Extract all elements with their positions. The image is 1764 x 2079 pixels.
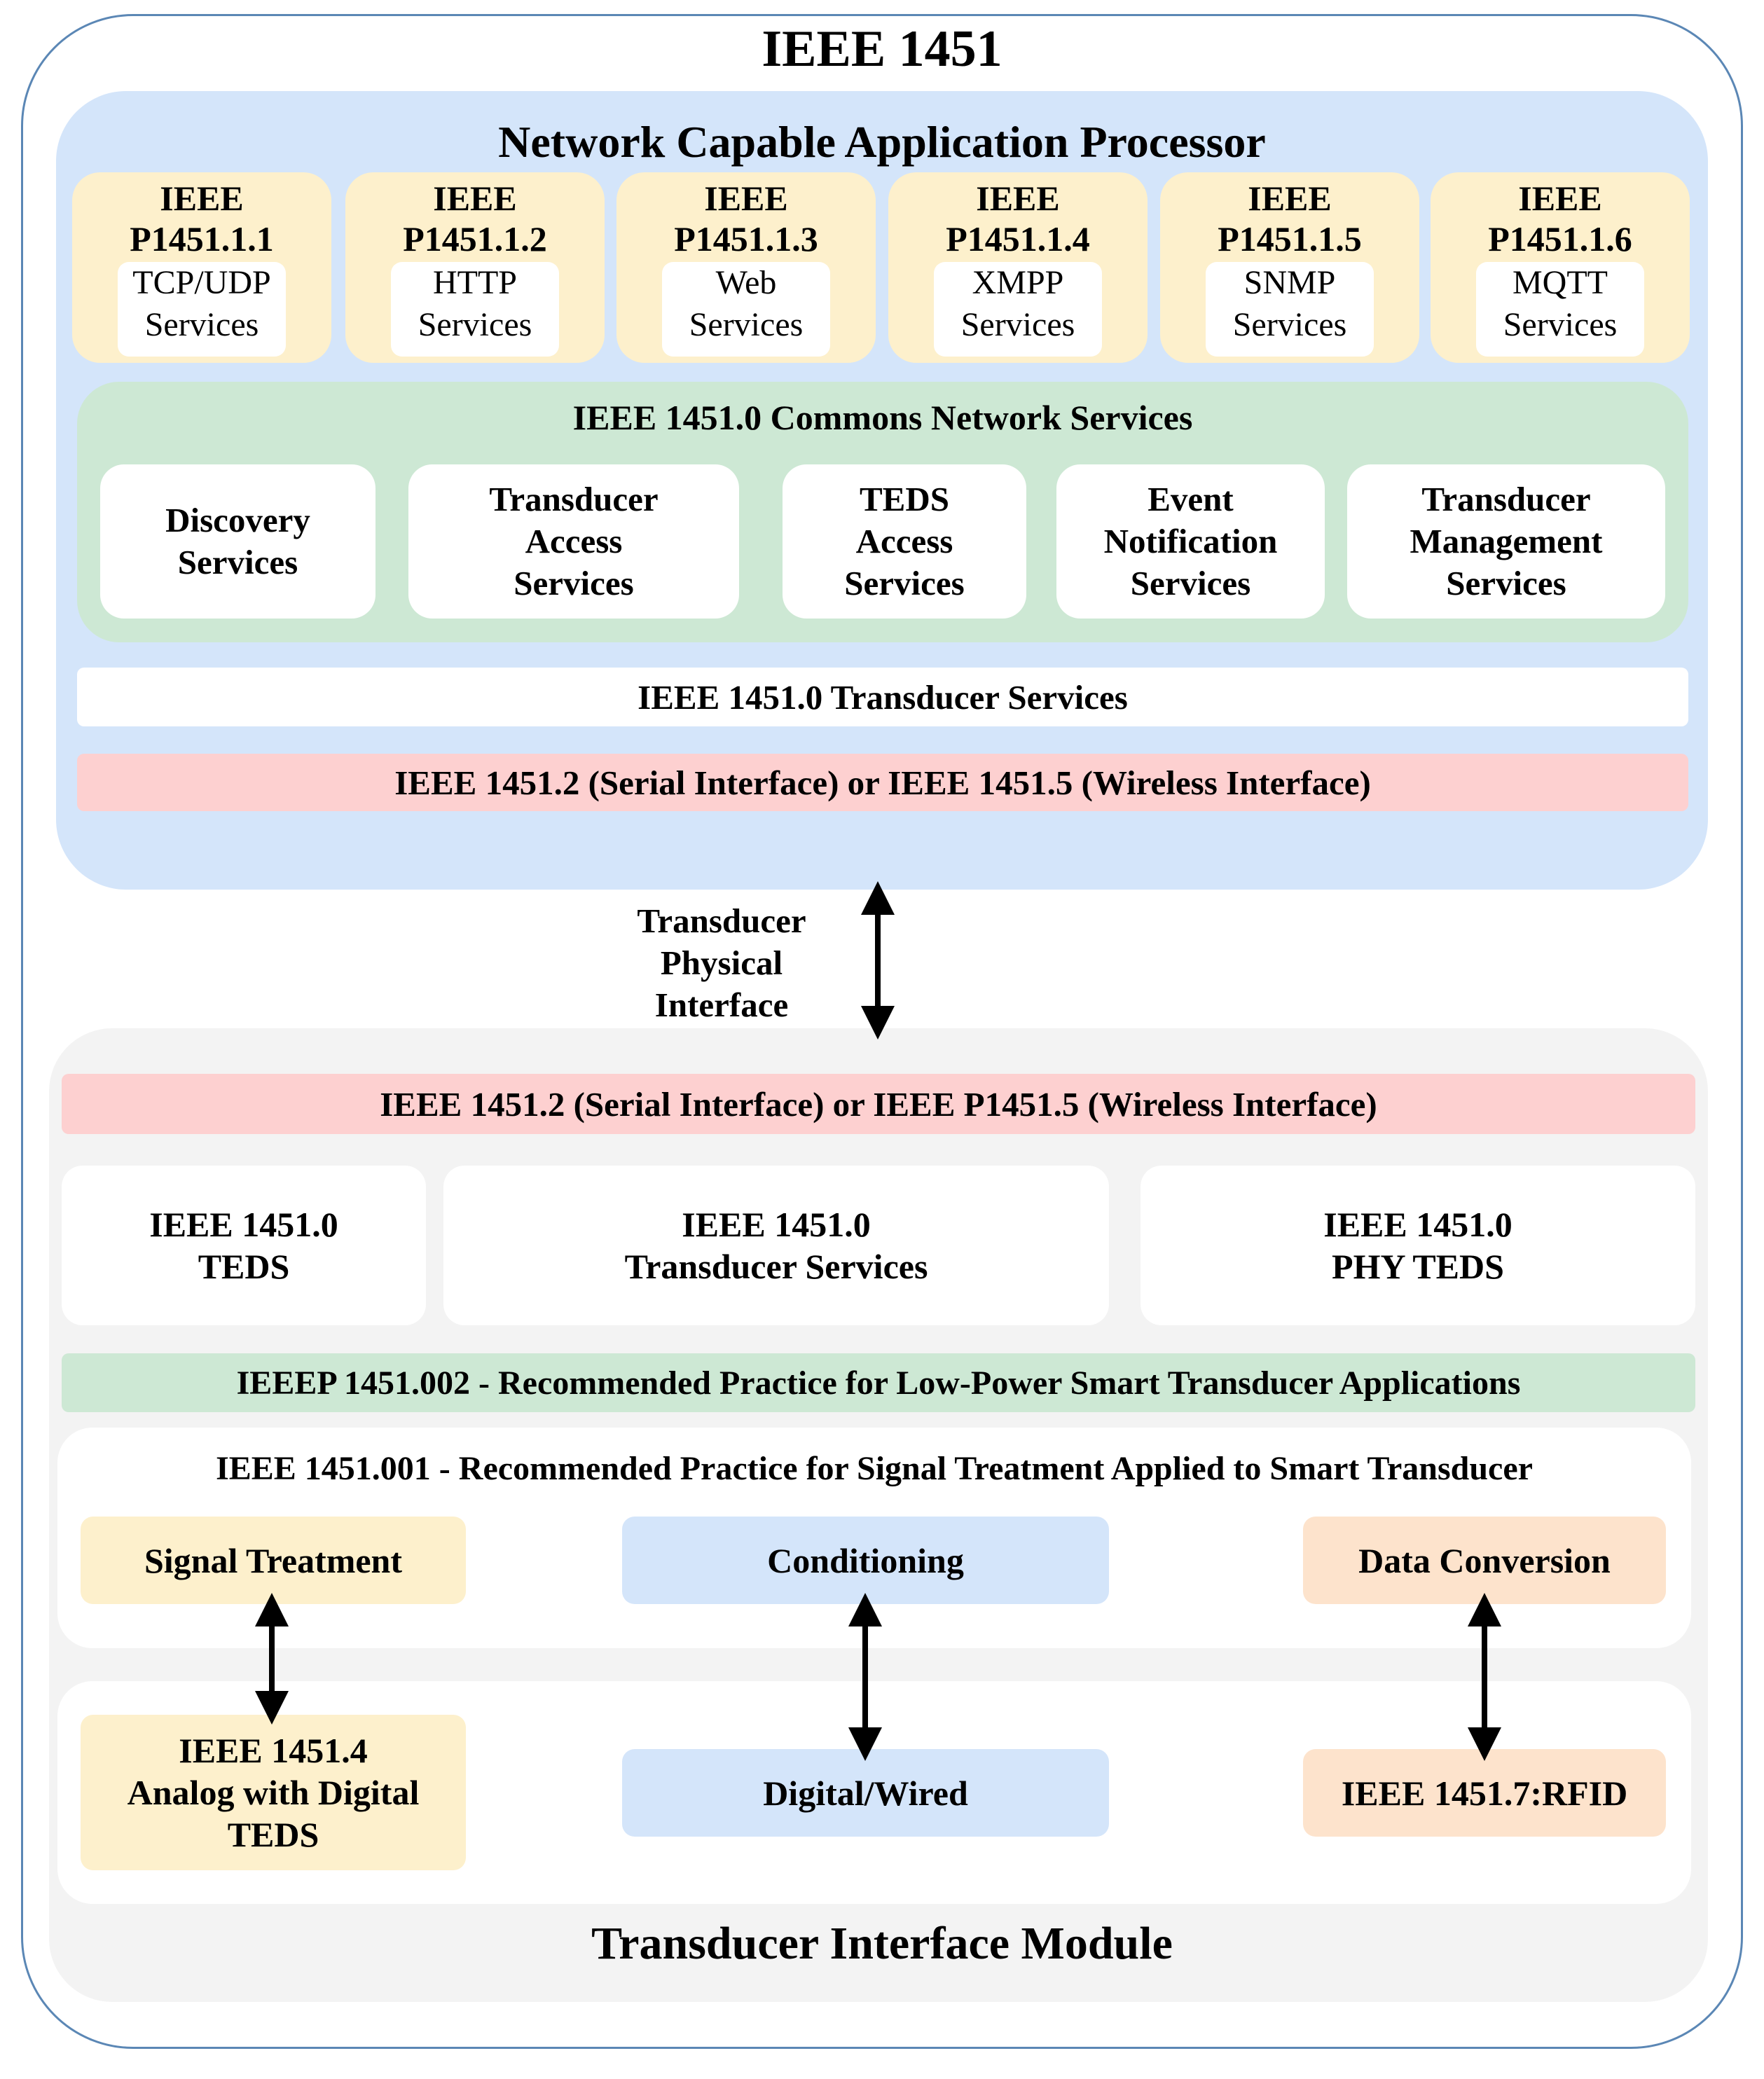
- service-line: Discovery: [165, 501, 310, 539]
- ncap-interface-bar: IEEE 1451.2 (Serial Interface) or IEEE 1…: [77, 754, 1688, 811]
- protocol-head: IEEE: [1248, 179, 1332, 218]
- protocol-service-name: SNMP: [1243, 264, 1336, 301]
- digital-wired-chip: Digital/Wired: [622, 1749, 1109, 1837]
- box-line: IEEE 1451.0: [149, 1205, 338, 1244]
- protocol-id: P1451.1.6: [1488, 219, 1632, 258]
- service-line: Notification: [1103, 522, 1278, 560]
- diagram-title: IEEE 1451: [762, 20, 1002, 78]
- label-line: Interface: [654, 986, 789, 1024]
- label-line: Transducer: [637, 902, 806, 940]
- protocol-services-box: XMPP Services: [934, 262, 1102, 357]
- protocol-service-label: Services: [1503, 306, 1618, 343]
- protocol-services-box: HTTP Services: [391, 262, 559, 357]
- signal-practice-title: IEEE 1451.001 - Recommended Practice for…: [216, 1449, 1533, 1487]
- phy-teds-box: IEEE 1451.0 PHY TEDS: [1141, 1166, 1695, 1325]
- protocol-id: P1451.1.5: [1218, 219, 1362, 258]
- box-line: PHY TEDS: [1332, 1247, 1504, 1286]
- box-line: IEEE 1451.0: [1323, 1205, 1513, 1244]
- ncap-transducer-services: IEEE 1451.0 Transducer Services: [77, 668, 1688, 726]
- service-line: TEDS: [859, 480, 949, 518]
- protocol-service-name: HTTP: [433, 264, 517, 301]
- protocol-service-label: Services: [960, 306, 1075, 343]
- teds-access-services: TEDS Access Services: [783, 464, 1026, 619]
- protocol-services-box: TCP/UDP Services: [118, 262, 286, 357]
- protocol-head: IEEE: [976, 179, 1060, 218]
- low-power-practice-bar: IEEEP 1451.002 - Recommended Practice fo…: [62, 1353, 1695, 1412]
- protocol-id: P1451.1.1: [130, 219, 274, 258]
- protocol-id: P1451.1.4: [946, 219, 1090, 258]
- protocol-service-label: Services: [1232, 306, 1347, 343]
- protocol-service-label: Services: [144, 306, 259, 343]
- service-line: Event: [1148, 480, 1234, 518]
- protocol-id: P1451.1.2: [403, 219, 547, 258]
- protocol-service-name: MQTT: [1513, 264, 1608, 301]
- label-line: Physical: [660, 944, 783, 982]
- service-line: Transducer: [1421, 480, 1591, 518]
- tim-title: Transducer Interface Module: [591, 1918, 1173, 1969]
- protocol-service-label: Services: [689, 306, 804, 343]
- box-line: IEEE 1451.0: [682, 1205, 871, 1244]
- protocol-services-box: MQTT Services: [1476, 262, 1644, 357]
- protocol-service-name: TCP/UDP: [132, 264, 271, 301]
- service-line: Access: [525, 522, 623, 560]
- service-line: Management: [1410, 522, 1603, 560]
- event-notification-services: Event Notification Services: [1056, 464, 1325, 619]
- service-line: Services: [177, 543, 298, 581]
- box-line: TEDS: [198, 1247, 290, 1286]
- transducer-physical-interface-label: Transducer Physical Interface: [609, 897, 834, 1030]
- protocol-head: IEEE: [433, 179, 517, 218]
- ncap-title: Network Capable Application Processor: [498, 117, 1266, 167]
- protocol-service-name: XMPP: [972, 264, 1064, 301]
- chip-line: IEEE 1451.4: [179, 1731, 368, 1770]
- service-line: Services: [1446, 564, 1566, 602]
- protocol-service-name: Web: [715, 264, 777, 301]
- data-conversion-chip: Data Conversion: [1303, 1517, 1666, 1604]
- protocol-head: IEEE: [1518, 179, 1602, 218]
- conditioning-chip: Conditioning: [622, 1517, 1109, 1604]
- protocol-service-label: Services: [418, 306, 532, 343]
- commons-title: IEEE 1451.0 Commons Network Services: [572, 398, 1193, 437]
- service-line: Services: [844, 564, 965, 602]
- protocol-services-box: SNMP Services: [1206, 262, 1374, 357]
- box-line: Transducer Services: [624, 1247, 928, 1286]
- transducer-management-services: Transducer Management Services: [1347, 464, 1665, 619]
- service-line: Services: [514, 564, 634, 602]
- transducer-access-services: Transducer Access Services: [408, 464, 739, 619]
- service-line: Services: [1130, 564, 1251, 602]
- protocol-id: P1451.1.3: [674, 219, 818, 258]
- service-line: Access: [855, 522, 953, 560]
- teds-box: IEEE 1451.0 TEDS: [62, 1166, 426, 1325]
- signal-treatment-chip: Signal Treatment: [81, 1517, 466, 1604]
- discovery-services: Discovery Services: [100, 464, 375, 619]
- chip-line: Analog with Digital: [127, 1773, 420, 1812]
- rfid-chip: IEEE 1451.7:RFID: [1303, 1749, 1666, 1837]
- service-line: Transducer: [489, 480, 659, 518]
- protocol-head: IEEE: [160, 179, 244, 218]
- tim-interface-bar: IEEE 1451.2 (Serial Interface) or IEEE P…: [62, 1074, 1695, 1134]
- protocol-head: IEEE: [704, 179, 788, 218]
- chip-line: TEDS: [227, 1815, 319, 1854]
- tim-transducer-services-box: IEEE 1451.0 Transducer Services: [443, 1166, 1109, 1325]
- analog-digital-teds-chip: IEEE 1451.4 Analog with Digital TEDS: [81, 1715, 466, 1870]
